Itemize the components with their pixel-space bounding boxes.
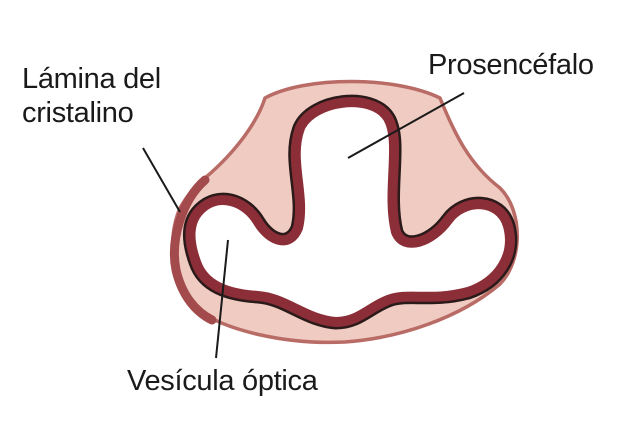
neural-tube-wall-fill <box>185 97 515 327</box>
label-lens-line2: cristalino <box>22 97 134 129</box>
leader-line-optic-vesicle <box>215 239 229 359</box>
lens-placode <box>169 175 217 325</box>
label-prosencephalon: Prosencéfalo <box>428 49 594 81</box>
leader-line-prosencephalon <box>347 92 465 159</box>
label-lens-placode: Lámina del cristalino <box>22 62 161 130</box>
label-optic-vesicle: Vesícula óptica <box>127 365 318 397</box>
leader-line-lens <box>142 147 181 213</box>
label-lens-line1: Lámina del <box>22 63 161 95</box>
